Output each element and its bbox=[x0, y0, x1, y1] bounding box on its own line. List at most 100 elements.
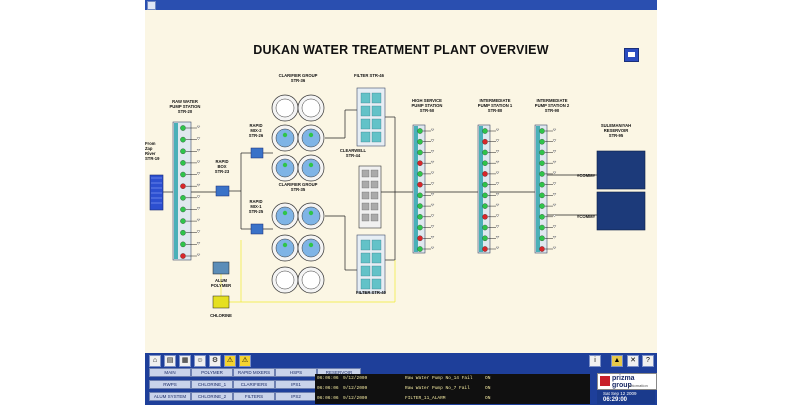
pump-status bbox=[180, 171, 186, 178]
nav-polymer-button[interactable]: POLYMER bbox=[191, 368, 233, 377]
alarm-time: 06:06:06 bbox=[317, 396, 339, 401]
high-service-pump-station-label: HIGH SERVICE PUMP STATION STR-50 bbox=[411, 98, 443, 113]
pump-status bbox=[180, 229, 186, 236]
help-icon[interactable]: ? bbox=[642, 355, 654, 367]
clarifier-group-35-label: CLARIFIER GROUP STR-35 bbox=[278, 182, 318, 192]
valve-icon bbox=[552, 161, 557, 164]
alarm-time: 06:06:06 bbox=[317, 386, 339, 391]
control-taskbar: ⌂ ▤ ▦ ☺ ⚙ ⚠ ⚠ i ▲ ✕ ? MAIN POLYMER RAPID… bbox=[145, 353, 657, 405]
pump-status bbox=[180, 136, 186, 143]
nav-chlorine-1-button[interactable]: CHLORINE_1 bbox=[191, 380, 233, 389]
nav-main-button[interactable]: MAIN bbox=[149, 368, 191, 377]
pump-status bbox=[180, 160, 186, 166]
valve-icon bbox=[196, 160, 201, 164]
alarm-message: Raw Water Pump No_7 Fail bbox=[405, 386, 470, 391]
alarm-state: ON bbox=[485, 376, 491, 381]
pump-status bbox=[417, 192, 423, 199]
home-icon[interactable]: ⌂ bbox=[149, 355, 161, 367]
clarifier-basin bbox=[301, 270, 321, 290]
clearwell-cell bbox=[370, 180, 379, 189]
clock-date: Sat Sep 12 2009 bbox=[603, 391, 637, 396]
alarm-summary-list[interactable]: 06:06:06 9/12/2009 Raw Water Pump No_14 … bbox=[315, 374, 590, 404]
alarm-state: ON bbox=[485, 386, 491, 391]
pump-status bbox=[482, 149, 488, 156]
pump-status bbox=[417, 246, 423, 252]
nav-alum-system-button[interactable]: ALUM SYSTEM bbox=[149, 392, 191, 401]
valve-icon bbox=[495, 214, 500, 218]
info-icon[interactable]: i bbox=[589, 355, 601, 367]
clarifier-basin bbox=[301, 238, 321, 258]
comm-status-2: #COMM# bbox=[577, 214, 595, 219]
pump-status bbox=[180, 253, 186, 259]
alarm-row[interactable]: 06:06:06 9/12/2009 Raw Water Pump No_7 F… bbox=[315, 385, 590, 392]
pump-status bbox=[539, 192, 545, 199]
pump-status bbox=[180, 125, 186, 131]
nav-ips2-button[interactable]: IPS2 bbox=[275, 392, 317, 401]
brand-sub: automation bbox=[628, 383, 648, 388]
chlorine-tank bbox=[212, 295, 230, 309]
pump-status bbox=[482, 214, 488, 220]
report-icon[interactable]: ▦ bbox=[179, 355, 191, 367]
clarifier-group-36-label: CLARIFIER GROUP STR-36 bbox=[278, 73, 318, 83]
valve-icon bbox=[430, 128, 435, 132]
clarifier-basin bbox=[275, 128, 295, 148]
filter-cell bbox=[371, 278, 382, 290]
pump-status bbox=[482, 192, 488, 199]
clearwell-cell bbox=[361, 191, 370, 200]
valve-icon bbox=[196, 184, 201, 187]
nav-clarifiers-button[interactable]: CLARIFIERS bbox=[233, 380, 275, 389]
clarifier-status bbox=[282, 132, 288, 138]
pump-status bbox=[417, 138, 423, 145]
nav-chlorine-2-button[interactable]: CHLORINE_2 bbox=[191, 392, 233, 401]
prizma-logo: prizma group automation bbox=[597, 373, 657, 390]
nav-rapid-mixers-button[interactable]: RAPID MIXERS bbox=[233, 368, 275, 377]
pump-status bbox=[539, 160, 545, 166]
reservoir-tank-1 bbox=[596, 150, 646, 190]
intermediate-pump-station-1-label: INTERMEDIATE PUMP STATION 1 STR-80 bbox=[477, 98, 513, 113]
valve-icon bbox=[196, 253, 201, 257]
brand-name: prizma group bbox=[612, 375, 635, 389]
rapid-mix-2 bbox=[250, 147, 264, 159]
pump-status bbox=[417, 181, 423, 188]
exit-icon[interactable]: ✕ bbox=[627, 355, 639, 367]
trend-icon[interactable]: ▤ bbox=[164, 355, 176, 367]
valve-icon bbox=[430, 246, 435, 250]
nav-rwps-button[interactable]: RWPS bbox=[149, 380, 191, 389]
print-icon[interactable] bbox=[624, 48, 639, 62]
valve-icon bbox=[552, 246, 557, 250]
valve-icon bbox=[495, 236, 500, 239]
window-menu-icon[interactable] bbox=[147, 1, 156, 10]
valve-icon bbox=[552, 193, 557, 196]
clarifier-basin bbox=[301, 98, 321, 118]
nav-ips1-button[interactable]: IPS1 bbox=[275, 380, 317, 389]
filter-cell bbox=[371, 252, 382, 264]
pump-status bbox=[482, 224, 488, 231]
page-title: DUKAN WATER TREATMENT PLANT OVERVIEW bbox=[253, 43, 549, 57]
filter-cell bbox=[360, 252, 371, 264]
warning-icon[interactable]: ⚠ bbox=[224, 355, 236, 367]
alarm-row[interactable]: 06:06:06 9/12/2009 Raw Water Pump No_14 … bbox=[315, 375, 590, 382]
valve-icon bbox=[430, 139, 435, 142]
rapid-box-label: RAPID BOX STR-23 bbox=[214, 159, 230, 174]
intermediate-pump-station-1-bar bbox=[479, 126, 483, 252]
clarifier-status bbox=[282, 242, 288, 248]
pump-status bbox=[539, 181, 545, 188]
pump-status bbox=[417, 149, 423, 156]
valve-icon bbox=[430, 203, 435, 207]
clearwell-cell bbox=[370, 202, 379, 211]
nav-filters-button[interactable]: FILTERS bbox=[233, 392, 275, 401]
nav-hsps-button[interactable]: HSPS bbox=[275, 368, 317, 377]
valve-icon bbox=[196, 242, 201, 245]
alarm-message: FILTER_11_ALARM bbox=[405, 396, 446, 401]
process-diagram bbox=[149, 87, 646, 309]
alarm-row[interactable]: 06:06:06 9/12/2009 FILTER_11_ALARM ON bbox=[315, 395, 590, 402]
pump-status bbox=[180, 218, 186, 224]
logo-badge-icon: ▲ bbox=[611, 355, 623, 367]
river-intake bbox=[149, 174, 164, 211]
user-icon[interactable]: ☺ bbox=[194, 355, 206, 367]
settings-icon[interactable]: ⚙ bbox=[209, 355, 221, 367]
alarm-icon[interactable]: ⚠ bbox=[239, 355, 251, 367]
pump-status bbox=[180, 148, 186, 155]
valve-icon bbox=[430, 236, 435, 239]
clearwell-cell bbox=[361, 180, 370, 189]
